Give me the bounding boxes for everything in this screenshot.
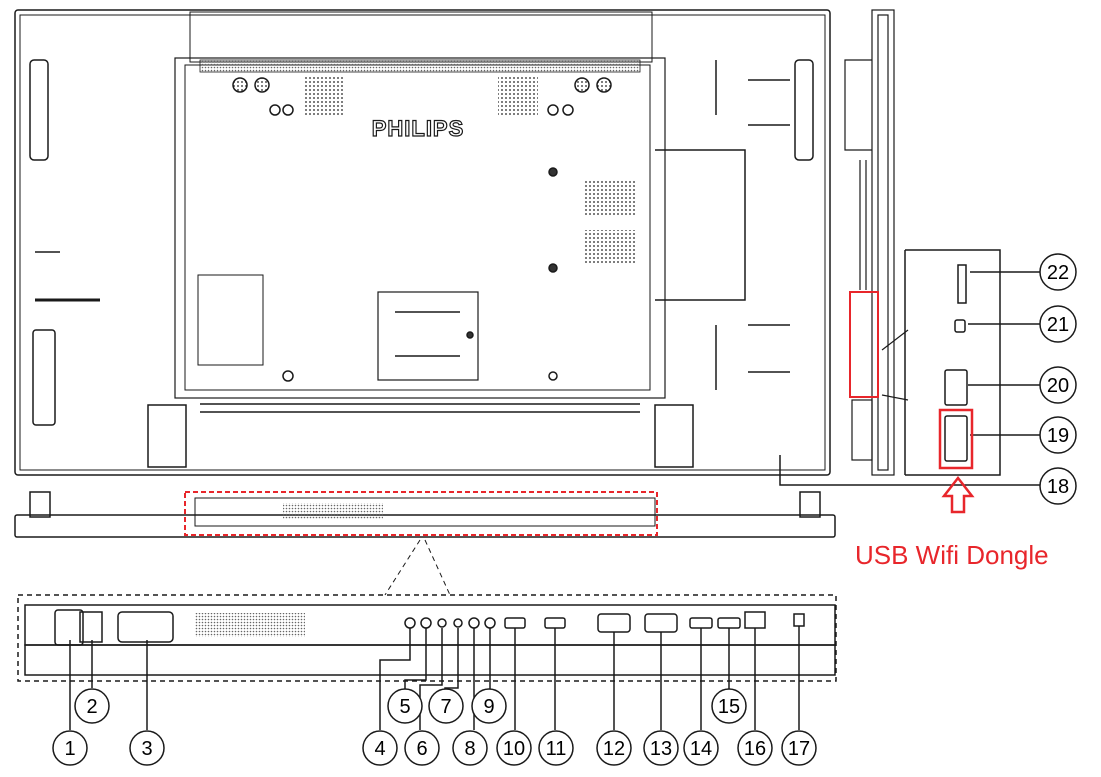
sd-card-slot [957,264,967,304]
svg-text:21: 21 [1047,314,1069,336]
callout-11: 11 [538,730,574,766]
callout-7: 7 [428,688,464,724]
callout-6: 6 [404,730,440,766]
svg-text:9: 9 [483,696,494,718]
callout-14: 14 [683,730,719,766]
callout-13: 13 [643,730,679,766]
usb-wifi-dongle-caption: USB Wifi Dongle [855,540,1049,570]
callout-3: 3 [129,730,165,766]
callout-15: 15 [711,688,747,724]
monitor-outline [14,9,831,476]
callout-markers: 1 2 3 4 5 6 7 8 9 10 11 12 13 14 15 16 1… [52,253,1077,766]
callout-5: 5 [387,688,423,724]
side-port-highlight [849,291,879,398]
side-view [844,9,909,476]
micro-usb-port [954,319,966,333]
svg-text:20: 20 [1047,375,1069,397]
connector-zoom-frame [184,491,658,536]
callout-20: 20 [1039,366,1077,404]
svg-text:1: 1 [64,738,75,760]
callout-19: 19 [1039,416,1077,454]
svg-text:18: 18 [1047,476,1069,498]
callout-4: 4 [362,730,398,766]
up-arrow-icon [941,475,975,514]
svg-text:3: 3 [141,738,152,760]
usb-port-icon [944,369,968,406]
callout-2: 2 [74,688,110,724]
side-ports-zoom [779,249,1040,486]
callout-21: 21 [1039,305,1077,343]
svg-text:17: 17 [788,738,810,760]
svg-text:16: 16 [744,738,766,760]
philips-logo: PHILIPS [372,116,465,141]
callout-1: 1 [52,730,88,766]
callout-16: 16 [737,730,773,766]
hdmi-port-icon [504,617,526,629]
callout-9: 9 [471,688,507,724]
svg-text:5: 5 [399,696,410,718]
connector-panel [17,594,837,682]
vent-grille [305,75,345,115]
svg-text:7: 7 [440,696,451,718]
svg-text:6: 6 [416,738,427,760]
callout-18: 18 [1039,467,1077,505]
leader-lines [69,626,800,730]
svg-text:13: 13 [650,738,672,760]
svg-text:19: 19 [1047,425,1069,447]
callout-17: 17 [781,730,817,766]
svg-text:10: 10 [503,738,525,760]
svg-text:14: 14 [690,738,712,760]
callout-22: 22 [1039,253,1077,291]
svg-text:12: 12 [603,738,625,760]
power-socket-icon [54,609,84,646]
callout-8: 8 [452,730,488,766]
usb-wifi-dongle-highlight [938,408,974,470]
svg-text:15: 15 [718,696,740,718]
svg-text:11: 11 [546,738,567,760]
rear-view [14,9,836,538]
callout-10: 10 [496,730,532,766]
dvi-port-icon [597,613,631,633]
callout-12: 12 [596,730,632,766]
svg-text:8: 8 [464,738,475,760]
svg-text:4: 4 [374,738,385,760]
svg-text:22: 22 [1047,262,1069,284]
svg-text:2: 2 [86,696,97,718]
